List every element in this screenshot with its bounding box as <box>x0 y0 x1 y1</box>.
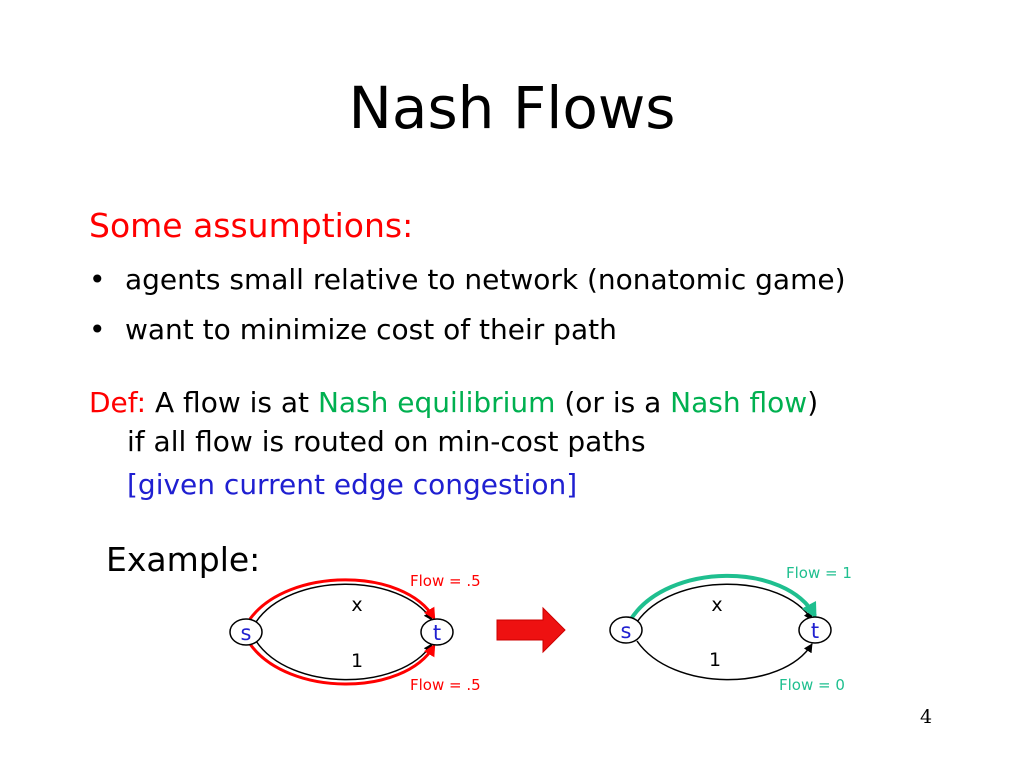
definition-line-3: [given current edge congestion] <box>127 468 578 501</box>
bullet-item: • agents small relative to network (nonat… <box>89 262 846 298</box>
term-nash-equilibrium: Nash equilibrium <box>317 386 556 419</box>
term-nash-flow: Nash flow <box>670 386 808 419</box>
right-network: s t x 1 Flow = 1 Flow = 0 <box>609 564 852 694</box>
bullet-text: agents small relative to network (nonato… <box>125 263 846 296</box>
top-flow-path <box>248 578 436 621</box>
bottom-edge <box>636 640 813 681</box>
bottom-edge <box>255 640 433 681</box>
definition-prefix: Def: <box>89 386 147 419</box>
definition-line-1: Def: A flow is at Nash equilibrium (or i… <box>89 385 818 421</box>
definition-text: ) <box>807 386 819 419</box>
source-node <box>609 616 643 644</box>
bottom-edge-cost: 1 <box>351 650 363 672</box>
top-edge-cost: x <box>351 594 362 616</box>
top-flow-path <box>629 573 817 621</box>
slide-number: 4 <box>920 706 933 728</box>
sink-node-label: t <box>433 621 441 645</box>
bullet-text: want to minimize cost of their path <box>125 313 617 346</box>
top-edge <box>636 583 813 623</box>
top-edge <box>255 583 433 623</box>
definition-text: A flow is at <box>155 386 310 419</box>
top-flow-label: Flow = .5 <box>410 572 481 590</box>
assumptions-heading: Some assumptions: <box>89 206 414 245</box>
top-edge-cost: x <box>711 594 722 616</box>
bottom-flow-path <box>248 643 436 686</box>
bullet-item: • want to minimize cost of their path <box>89 312 617 348</box>
bottom-edge-cost: 1 <box>709 649 721 671</box>
left-network: s t x 1 Flow = .5 Flow = .5 <box>229 572 481 694</box>
source-node <box>229 618 263 646</box>
bullet-dot: • <box>89 313 106 346</box>
sink-node-label: t <box>811 619 819 643</box>
definition-text: (or is a <box>564 386 662 419</box>
slide-title: Nash Flows <box>348 74 676 142</box>
bullet-dot: • <box>89 263 106 296</box>
source-node-label: s <box>241 621 252 645</box>
sink-node <box>798 616 832 644</box>
example-label: Example: <box>106 540 261 579</box>
bottom-flow-label: Flow = 0 <box>779 676 845 694</box>
right-arrow-icon <box>496 606 566 654</box>
sink-node <box>420 618 454 646</box>
definition-line-2: if all flow is routed on min-cost paths <box>127 425 646 458</box>
bottom-flow-label: Flow = .5 <box>410 676 481 694</box>
source-node-label: s <box>621 619 632 643</box>
top-flow-label: Flow = 1 <box>786 564 852 582</box>
